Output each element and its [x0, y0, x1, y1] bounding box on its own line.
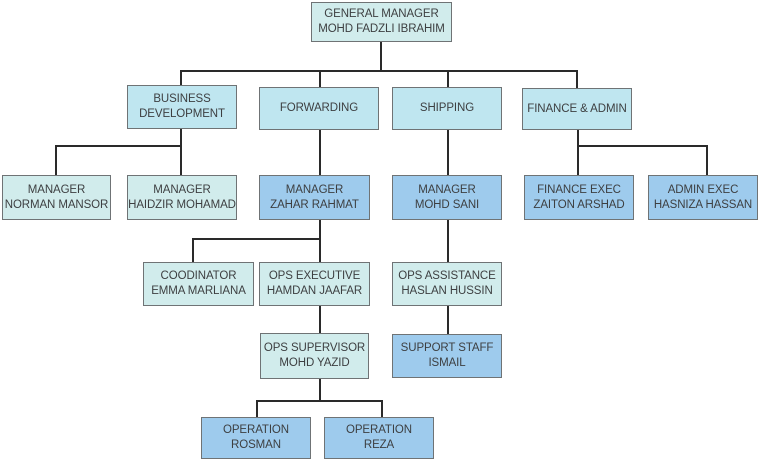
- connector-to-shipping: [447, 70, 449, 87]
- node-title: MANAGER: [285, 183, 344, 196]
- node-forwarding: FORWARDING: [259, 87, 379, 130]
- node-shipping: SHIPPING: [392, 87, 502, 130]
- node-title: SHIPPING: [419, 102, 475, 114]
- node-name: DEVELOPMENT: [139, 108, 225, 120]
- connector-manager-zahar-down: [319, 220, 321, 262]
- node-name: ZAITON ARSHAD: [533, 198, 625, 211]
- node-title: OPS ASSISTANCE: [398, 270, 496, 282]
- node-name: EMMA MARLIANA: [151, 285, 246, 297]
- node-name: HAMDAN JAAFAR: [266, 285, 363, 297]
- connector-finance-admin-down: [577, 130, 579, 175]
- connector-gm-down: [380, 42, 382, 71]
- node-title: MANAGER: [418, 183, 476, 196]
- node-ops-executive: OPS EXECUTIVE HAMDAN JAAFAR: [259, 262, 370, 306]
- connector-to-manager-norman: [55, 145, 57, 175]
- connector-to-forwarding: [319, 70, 321, 87]
- node-name: NORMAN MANSOR: [4, 198, 109, 211]
- node-title: FINANCE EXEC: [537, 183, 621, 196]
- node-name: MOHD SANI: [414, 198, 480, 211]
- node-title: GENERAL MANAGER: [324, 8, 439, 20]
- node-business-development: BUSINESS DEVELOPMENT: [127, 85, 237, 129]
- connector-gm-departments-bar: [180, 70, 577, 72]
- node-name: HASLAN HUSSIN: [401, 285, 493, 297]
- node-title: OPS SUPERVISOR: [263, 342, 366, 354]
- node-manager-haidzir: MANAGER HAIDZIR MOHAMAD: [127, 175, 237, 220]
- connector-ops-executive-to-ops-supervisor: [319, 306, 321, 333]
- connector-business-managers-bar: [55, 145, 181, 147]
- node-support-staff: SUPPORT STAFF ISMAIL: [392, 334, 502, 378]
- connector-forwarding-to-manager-zahar: [319, 130, 321, 175]
- connector-manager-sani-to-ops-assistance: [447, 220, 449, 262]
- node-finance-admin: FINANCE & ADMIN: [522, 88, 632, 130]
- connector-ops-supervisor-down: [319, 379, 321, 401]
- node-ops-assistance: OPS ASSISTANCE HASLAN HUSSIN: [392, 262, 502, 306]
- node-coordinator: COODINATOR EMMA MARLIANA: [143, 262, 254, 306]
- connector-to-coordinator: [192, 238, 194, 262]
- node-title: COODINATOR: [160, 270, 237, 282]
- node-finance-exec: FINANCE EXEC ZAITON ARSHAD: [524, 175, 634, 220]
- node-name: ISMAIL: [428, 357, 466, 369]
- node-ops-supervisor: OPS SUPERVISOR MOHD YAZID: [260, 333, 369, 379]
- connector-business-development-down: [180, 129, 182, 175]
- node-title: MANAGER: [153, 183, 211, 196]
- node-title: ADMIN EXEC: [667, 183, 739, 196]
- connector-to-finance-admin: [576, 70, 578, 88]
- node-title: OPERATION: [223, 424, 289, 436]
- node-manager-norman: MANAGER NORMAN MANSOR: [2, 175, 111, 220]
- node-general-manager: GENERAL MANAGER MOHD FADZLI IBRAHIM: [311, 2, 452, 42]
- connector-zahar-staff-bar: [192, 238, 320, 240]
- connector-to-operation-rosman: [256, 400, 258, 417]
- node-name: ROSMAN: [231, 439, 281, 451]
- node-manager-zahar: MANAGER ZAHAR RAHMAT: [259, 175, 370, 220]
- node-operation-rosman: OPERATION ROSMAN: [201, 417, 311, 459]
- node-operation-reza: OPERATION REZA: [324, 417, 434, 459]
- connector-operations-bar: [256, 400, 382, 402]
- connector-to-operation-reza: [381, 400, 383, 417]
- node-name: REZA: [363, 439, 395, 451]
- connector-shipping-to-manager-sani: [447, 130, 449, 175]
- node-name: HASNIZA HASSAN: [653, 198, 753, 211]
- node-title: OPERATION: [346, 424, 412, 436]
- connector-to-business-development: [180, 70, 182, 85]
- node-title: BUSINESS: [153, 93, 211, 105]
- node-name: HAIDZIR MOHAMAD: [128, 198, 236, 211]
- node-title: OPS EXECUTIVE: [268, 270, 361, 282]
- node-title: FORWARDING: [279, 102, 359, 114]
- node-manager-sani: MANAGER MOHD SANI: [392, 175, 502, 220]
- connector-ops-assistance-to-support-staff: [447, 306, 449, 334]
- node-title: SUPPORT STAFF: [400, 342, 494, 354]
- connector-finance-execs-bar: [577, 145, 707, 147]
- node-name: ZAHAR RAHMAT: [270, 198, 359, 211]
- node-name: MOHD YAZID: [279, 357, 350, 369]
- node-title: FINANCE & ADMIN: [527, 102, 627, 115]
- node-name: MOHD FADZLI IBRAHIM: [318, 23, 445, 35]
- node-title: MANAGER: [27, 183, 86, 196]
- connector-to-admin-exec: [706, 145, 708, 175]
- node-admin-exec: ADMIN EXEC HASNIZA HASSAN: [648, 175, 758, 220]
